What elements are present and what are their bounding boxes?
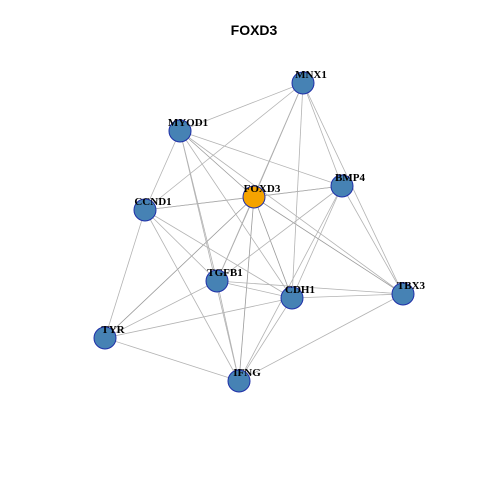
edge-myod1-cdh1: [179, 130, 293, 299]
node-label-foxd3: FOXD3: [244, 183, 281, 195]
edge-tgfb1-cdh1: [216, 280, 293, 299]
edge-mnx1-myod1: [179, 82, 304, 132]
edge-bmp4-cdh1: [291, 185, 343, 299]
node-label-ifng: IFNG: [233, 367, 261, 379]
node-tyr[interactable]: [93, 326, 117, 350]
edge-cdh1-tbx3: [291, 293, 404, 299]
node-label-bmp4: BMP4: [335, 172, 365, 184]
edge-myod1-bmp4: [179, 130, 343, 187]
node-tgfb1[interactable]: [205, 269, 229, 293]
diagram-title: FOXD3: [231, 22, 278, 38]
edge-myod1-ccnd1: [144, 130, 181, 211]
edge-myod1-tbx3: [179, 130, 404, 295]
edge-foxd3-cdh1: [253, 196, 293, 299]
edge-ccnd1-ifng: [144, 209, 240, 382]
node-foxd3[interactable]: [242, 185, 266, 209]
node-label-tgfb1: TGFB1: [207, 267, 242, 279]
node-ccnd1[interactable]: [133, 198, 157, 222]
edge-foxd3-ifng: [238, 196, 255, 382]
edge-mnx1-cdh1: [291, 82, 304, 299]
edges-layer: [104, 82, 404, 382]
edge-ccnd1-tyr: [104, 209, 146, 339]
node-cdh1[interactable]: [280, 286, 304, 310]
edge-cdh1-tyr: [104, 297, 293, 339]
edge-bmp4-ifng: [238, 185, 343, 382]
node-mnx1[interactable]: [291, 71, 315, 95]
node-tbx3[interactable]: [391, 282, 415, 306]
edge-tbx3-ifng: [238, 293, 404, 382]
edge-ccnd1-tgfb1: [144, 209, 218, 282]
edge-foxd3-tbx3: [253, 196, 404, 295]
edge-mnx1-ccnd1: [144, 82, 304, 211]
edge-tgfb1-tyr: [104, 280, 218, 339]
node-label-ccnd1: CCND1: [134, 196, 171, 208]
edge-foxd3-myod1: [179, 130, 255, 198]
nodes-layer: [93, 71, 415, 393]
edge-tyr-ifng: [104, 337, 240, 382]
edge-foxd3-tyr: [104, 196, 255, 339]
edge-mnx1-bmp4: [302, 82, 343, 187]
edge-mnx1-tgfb1: [216, 82, 304, 282]
edge-ccnd1-cdh1: [144, 209, 293, 299]
edge-cdh1-ifng: [238, 297, 293, 382]
node-label-myod1: MYOD1: [168, 117, 208, 129]
edge-tgfb1-ifng: [216, 280, 240, 382]
node-label-cdh1: CDH1: [285, 284, 315, 296]
node-label-tyr: TYR: [101, 324, 125, 336]
node-label-tbx3: TBX3: [397, 280, 426, 292]
edge-bmp4-tbx3: [341, 185, 404, 295]
node-label-mnx1: MNX1: [295, 69, 327, 81]
edge-tgfb1-tbx3: [216, 280, 404, 295]
node-myod1[interactable]: [168, 119, 192, 143]
node-ifng[interactable]: [227, 369, 251, 393]
edge-myod1-ifng: [179, 130, 240, 382]
node-bmp4[interactable]: [330, 174, 354, 198]
